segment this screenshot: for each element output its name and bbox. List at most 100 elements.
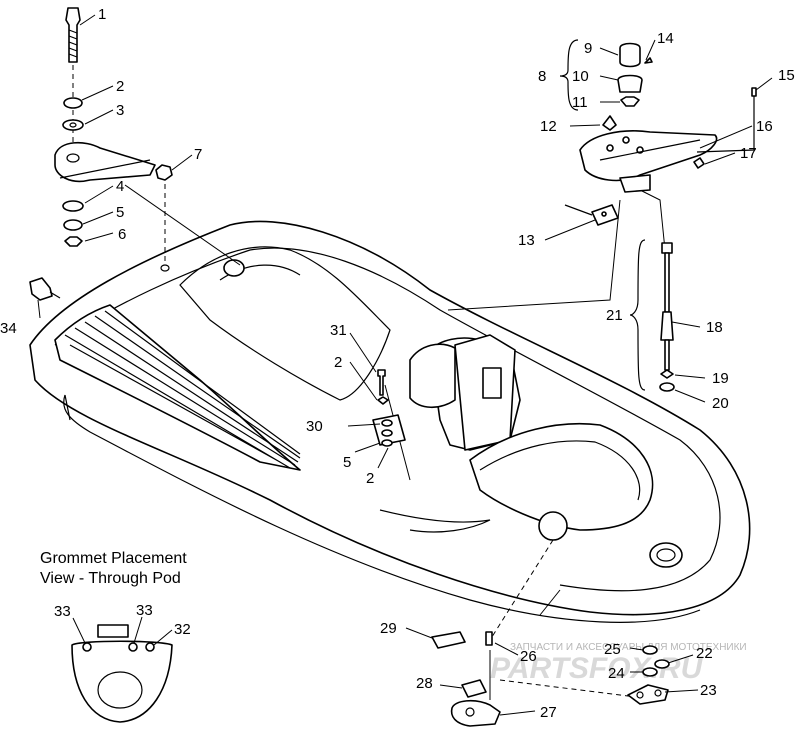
callout-2-center: 2 <box>334 354 342 371</box>
pole-mount-slot <box>482 367 502 399</box>
mount-plate-item-16 <box>579 130 718 182</box>
throttle-cable <box>629 239 675 392</box>
callout-30: 30 <box>306 418 323 435</box>
callout-21: 21 <box>606 307 623 324</box>
center-fasteners <box>372 369 406 447</box>
callout-5: 5 <box>116 204 124 221</box>
callout-28: 28 <box>416 675 433 692</box>
inset-caption-line-2: View - Through Pod <box>40 570 181 587</box>
cap-item-12 <box>602 115 617 131</box>
callout-4: 4 <box>116 178 124 195</box>
watermark: ЗАПЧАСТИ И АКСЕССУАРЫ ДЛЯ МОТОТЕХНИКИ PA… <box>490 642 747 685</box>
hood-ring <box>223 259 245 277</box>
hull-skirt-edge <box>64 394 71 421</box>
callout-19: 19 <box>712 370 729 387</box>
callout-numbers: 1 2 3 4 5 6 7 8 9 10 11 12 13 14 15 16 1… <box>0 6 795 721</box>
nut-item-11 <box>620 96 640 107</box>
callout-24: 24 <box>608 665 625 682</box>
footwell <box>469 422 654 531</box>
plate-item-29 <box>431 631 466 649</box>
nut-item-2-center <box>377 396 389 405</box>
callout-32: 32 <box>174 621 191 638</box>
fastener-item-17 <box>693 157 705 169</box>
callout-14: 14 <box>657 30 674 47</box>
inset-caption-line-1: Grommet Placement <box>40 550 187 567</box>
screw-item-31 <box>377 369 386 396</box>
pod-shape <box>71 640 173 723</box>
leader-cable <box>639 189 666 251</box>
callout-33-left: 33 <box>54 603 71 620</box>
washer-item-22 <box>654 659 670 669</box>
callout-7: 7 <box>194 146 202 163</box>
deck-line <box>54 247 721 592</box>
bolt-thread <box>68 29 78 58</box>
callout-3: 3 <box>116 102 124 119</box>
leader-bracket-hull <box>124 184 241 266</box>
callout-10: 10 <box>572 68 589 85</box>
callout-2: 2 <box>116 78 124 95</box>
callout-1: 1 <box>98 6 106 23</box>
bracket <box>54 141 156 183</box>
watermark-big-text: PARTSFOX.RU <box>490 652 704 685</box>
callout-34: 34 <box>0 320 17 337</box>
mount-item-23 <box>627 684 669 705</box>
clip-item-28 <box>461 679 487 698</box>
callout-25: 25 <box>604 641 621 658</box>
callout-27: 27 <box>540 704 557 721</box>
footwell-inner <box>479 440 641 501</box>
washer-item-3-hole <box>69 122 77 128</box>
callout-13: 13 <box>518 232 535 249</box>
rear-cutout-inner <box>656 548 676 562</box>
grommet-item-33-left <box>82 642 92 652</box>
bracket-item-27 <box>450 699 501 727</box>
callout-leaders <box>37 14 773 716</box>
washer-item-24 <box>642 667 658 677</box>
callout-5-center: 5 <box>343 454 351 471</box>
plate-stem <box>619 174 651 193</box>
hull-skirt <box>63 394 701 623</box>
callout-26: 26 <box>520 648 537 665</box>
bottom-parts <box>431 631 670 727</box>
callout-22: 22 <box>696 645 713 662</box>
bracket-edge <box>59 159 151 179</box>
lockwasher-item-5 <box>63 219 83 231</box>
pod-cluster <box>559 39 757 226</box>
pole-mount-dome <box>409 343 456 409</box>
leader-lines <box>72 65 666 701</box>
brace-item-21 <box>629 239 646 391</box>
bolt-stack <box>54 7 156 247</box>
callout-8: 8 <box>538 68 546 85</box>
hole-item-7 <box>160 264 170 272</box>
ribbed-panel <box>54 304 301 471</box>
leader-item-13 <box>447 199 621 311</box>
callout-15: 15 <box>778 67 795 84</box>
cable-item-18 <box>664 252 670 313</box>
callout-23: 23 <box>700 682 717 699</box>
nut-item-25 <box>642 645 658 655</box>
callout-6: 6 <box>118 226 126 243</box>
drain-circle <box>538 511 568 541</box>
plug-item-34 <box>29 277 61 301</box>
leader-drain <box>539 589 561 616</box>
grommet-inset <box>71 624 173 723</box>
screw-item-14 <box>644 57 653 64</box>
leader-item-26 <box>489 539 554 641</box>
callout-31: 31 <box>330 322 347 339</box>
nut-item-19 <box>660 369 674 379</box>
callout-29: 29 <box>380 620 397 637</box>
ribbed-panel-ribs <box>64 310 301 469</box>
callout-11: 11 <box>572 94 588 111</box>
clip-item-7 <box>155 164 173 181</box>
screw-item-15 <box>751 87 757 97</box>
hood-recess <box>179 246 391 401</box>
grommet-item-32 <box>145 642 155 652</box>
bushing-item-10 <box>617 74 643 93</box>
washer-item-3 <box>62 119 84 131</box>
deck-swirl <box>379 509 491 533</box>
pod-opening <box>97 671 143 709</box>
knob-item-9 <box>619 42 641 68</box>
callout-20: 20 <box>712 395 729 412</box>
callout-9: 9 <box>584 40 592 57</box>
